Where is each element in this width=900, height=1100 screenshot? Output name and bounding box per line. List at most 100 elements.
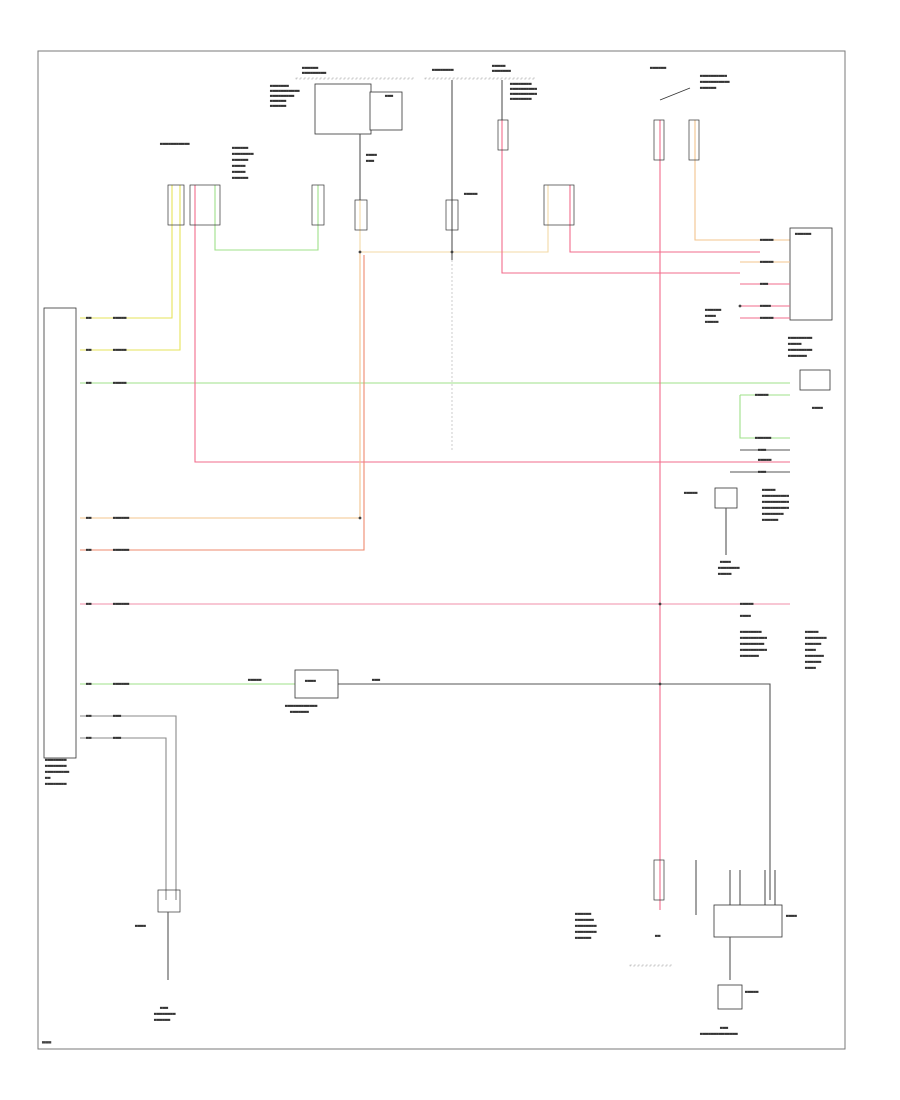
data-link-connector: ▀▀▀▀▀▀▀▀▀▀▀ ▀▀▀▀▀▀ ▀▀▀▀▀▀▀▀ ▀▀▀▀▀▀ ▀▀▀▀▀… [159, 142, 254, 181]
diagram-frame [37, 50, 846, 1050]
svg-text:▀▀▀▀▀▀: ▀▀▀▀▀▀ [804, 660, 821, 665]
wire-green-top [214, 185, 319, 251]
svg-text:▀▀▀▀▀▀▀▀▀▀: ▀▀▀▀▀▀▀▀▀▀ [739, 648, 767, 653]
svg-text:▀▀▀▀: ▀▀▀▀ [804, 648, 816, 653]
svg-text:▀▀▀▀▀▀▀▀: ▀▀▀▀▀▀▀▀ [431, 68, 454, 73]
svg-text:▀▀▀▀▀▀▀▀▀: ▀▀▀▀▀▀▀▀▀ [787, 348, 813, 353]
svg-text:▀▀▀▀▀: ▀▀▀▀▀ [463, 192, 478, 197]
svg-text:▀▀▀: ▀▀▀ [719, 1026, 728, 1031]
wire-yellow-1 [80, 185, 173, 319]
svg-text:▀▀▀▀▀▀▀▀: ▀▀▀▀▀▀▀▀ [717, 566, 740, 571]
svg-text:▀▀▀▀▀▀▀▀: ▀▀▀▀▀▀▀▀ [44, 782, 67, 787]
svg-text:▀▀▀▀: ▀▀▀▀ [304, 679, 316, 684]
wire-tan-top [359, 185, 549, 253]
svg-text:▀▀▀▀▀▀▀▀: ▀▀▀▀▀▀▀▀ [574, 930, 597, 935]
svg-text:▀▀▀: ▀▀▀ [757, 470, 766, 475]
svg-text:▀▀▀▀▀▀: ▀▀▀▀▀▀ [112, 548, 129, 553]
svg-text:▀▀▀▀: ▀▀▀▀ [811, 406, 823, 411]
wire-tan-vertical [694, 120, 790, 241]
svg-text:▀▀▀▀▀: ▀▀▀▀▀ [683, 491, 698, 496]
svg-text:▀▀▀▀▀: ▀▀▀▀▀ [717, 572, 732, 577]
transmission-selector-switch: ▀▀▀▀▀▀ ▀▀▀▀▀▀▀▀▀▀ ▀▀▀▀▀▀▀▀▀▀▀ ▀▀▀▀▀▀ [649, 66, 730, 101]
ignition-relay-box: ▀▀▀▀▀▀ ▀▀▀▀▀▀▀▀▀ ▀▀▀▀▀▀▀ ▀▀▀▀▀▀▀▀▀▀▀ ▀▀▀… [269, 66, 415, 135]
wire-yellow-2 [80, 185, 181, 351]
svg-text:▀▀▀▀▀: ▀▀▀▀▀ [704, 320, 719, 325]
right-connector-top: ▀▀▀▀▀▀ ▀▀▀▀▀ ▀▀▀▀▀ ▀▀▀ ▀▀▀▀ ▀▀▀▀▀ ▀▀▀▀▀▀… [704, 227, 833, 359]
svg-text:▀▀▀▀▀: ▀▀▀▀▀ [759, 260, 774, 265]
svg-text:▀▀▀▀▀: ▀▀▀▀▀ [112, 348, 127, 353]
svg-text:▀▀▀▀▀▀: ▀▀▀▀▀▀ [301, 66, 318, 71]
ground-left: ▀▀▀▀ ▀▀▀ ▀▀▀▀▀▀▀▀ ▀▀▀▀▀▀ [134, 889, 181, 1023]
svg-text:▀▀▀: ▀▀▀ [112, 714, 121, 719]
brake-pedal-switch: ▀▀▀▀ ▀▀▀▀▀ ▀▀▀▀▀▀ [739, 369, 831, 441]
svg-text:▀▀▀▀▀▀▀: ▀▀▀▀▀▀▀ [289, 710, 309, 715]
svg-text:▀▀▀▀▀▀: ▀▀▀▀▀▀ [269, 104, 286, 109]
svg-text:▀▀▀▀: ▀▀▀▀ [759, 304, 771, 309]
svg-text:▀▀▀▀▀▀: ▀▀▀▀▀▀ [153, 1018, 170, 1023]
svg-text:▀▀▀▀▀▀: ▀▀▀▀▀▀ [804, 642, 821, 647]
svg-text:▀▀▀▀▀: ▀▀▀▀▀ [754, 393, 769, 398]
svg-text:▀▀▀▀▀▀▀▀▀: ▀▀▀▀▀▀▀▀▀ [44, 770, 70, 775]
svg-text:▀▀▀▀▀▀▀: ▀▀▀▀▀▀▀ [491, 69, 511, 74]
svg-text:▀▀▀▀: ▀▀▀▀ [134, 924, 146, 929]
svg-text:▀▀▀▀▀▀▀▀▀▀▀▀▀▀: ▀▀▀▀▀▀▀▀▀▀▀▀▀▀ [699, 1032, 738, 1037]
svg-text:▀▀▀▀: ▀▀▀▀ [704, 314, 716, 319]
svg-text:▀▀▀▀▀▀▀▀▀▀: ▀▀▀▀▀▀▀▀▀▀ [761, 494, 789, 499]
svg-text:▀▀▀▀▀▀▀: ▀▀▀▀▀▀▀ [739, 654, 759, 659]
wire-red [80, 255, 365, 551]
svg-text:▀▀▀▀▀: ▀▀▀▀▀ [804, 630, 819, 635]
svg-text:▀▀: ▀▀ [85, 348, 92, 353]
svg-text:▀▀▀▀▀▀▀▀▀▀: ▀▀▀▀▀▀▀▀▀▀ [509, 92, 537, 97]
hot-in-run-fuse: ▀▀▀▀▀▀▀▀ ▀▀▀▀▀ ▀▀▀▀▀▀▀ ▀▀▀▀▀▀▀▀ ▀▀▀▀▀▀▀▀… [424, 64, 537, 260]
svg-text:▀▀▀▀▀: ▀▀▀▀▀ [112, 316, 127, 321]
svg-text:▀▀▀▀▀▀▀▀: ▀▀▀▀▀▀▀▀ [761, 512, 784, 517]
svg-text:▀▀▀▀▀▀▀▀▀: ▀▀▀▀▀▀▀▀▀ [301, 71, 327, 76]
svg-text:▀▀▀▀▀▀▀▀▀: ▀▀▀▀▀▀▀▀▀ [269, 94, 295, 99]
wire-pink-top [501, 120, 740, 274]
svg-text:▀▀▀▀▀▀: ▀▀▀▀▀▀ [231, 158, 248, 163]
svg-text:▀▀▀▀▀: ▀▀▀▀▀ [787, 342, 802, 347]
svg-text:▀▀: ▀▀ [85, 736, 92, 741]
svg-text:▀▀▀▀▀▀: ▀▀▀▀▀▀ [112, 682, 129, 687]
svg-text:▀▀▀▀▀▀▀▀: ▀▀▀▀▀▀▀▀ [509, 82, 532, 87]
wire-pink-top-2 [569, 185, 760, 253]
svg-text:▀▀▀▀: ▀▀▀▀ [365, 153, 377, 158]
wire-pink-1 [194, 185, 790, 463]
svg-text:▀▀▀▀▀▀▀▀▀▀: ▀▀▀▀▀▀▀▀▀▀ [761, 500, 789, 505]
svg-text:▀▀▀▀▀▀▀▀: ▀▀▀▀▀▀▀▀ [231, 152, 254, 157]
svg-text:▀▀▀▀▀: ▀▀▀▀▀ [112, 381, 127, 386]
svg-text:▀▀: ▀▀ [85, 682, 92, 687]
svg-text:▀▀▀▀▀▀: ▀▀▀▀▀▀ [649, 66, 666, 71]
svg-text:▀▀▀▀▀▀▀▀▀▀▀: ▀▀▀▀▀▀▀▀▀▀▀ [269, 89, 300, 94]
svg-text:▀▀▀▀▀▀: ▀▀▀▀▀▀ [231, 146, 248, 151]
right-lower-labels: ▀▀▀▀▀ ▀▀▀▀ ▀▀▀▀▀▀▀▀ ▀▀▀▀▀▀▀▀▀▀ ▀▀▀▀▀▀▀▀▀… [739, 602, 827, 671]
svg-text:▀▀▀▀▀▀: ▀▀▀▀▀▀ [794, 232, 811, 237]
svg-text:▀▀▀▀▀▀: ▀▀▀▀▀▀ [761, 518, 778, 523]
svg-text:▀▀▀▀▀: ▀▀▀▀▀ [231, 164, 246, 169]
shift-lock-solenoid: ▀▀▀▀ ▀▀▀▀▀▀▀▀▀▀▀▀ ▀▀▀▀▀▀▀ [284, 669, 339, 715]
svg-text:▀▀▀: ▀▀▀ [365, 159, 374, 164]
svg-text:▀▀▀▀▀▀▀: ▀▀▀▀▀▀▀ [574, 918, 594, 923]
svg-text:▀▀▀▀▀: ▀▀▀▀▀ [744, 990, 759, 995]
junction-dots [358, 250, 742, 686]
svg-text:▀▀▀▀▀▀▀▀▀▀: ▀▀▀▀▀▀▀▀▀▀ [699, 74, 727, 79]
svg-text:▀▀▀▀▀: ▀▀▀▀▀ [247, 678, 262, 683]
svg-text:▀▀▀▀: ▀▀▀▀ [785, 914, 797, 919]
svg-text:▀▀▀▀▀▀▀: ▀▀▀▀▀▀▀ [804, 654, 824, 659]
svg-text:▀▀▀▀▀▀: ▀▀▀▀▀▀ [112, 602, 129, 607]
svg-text:▀▀▀▀▀▀: ▀▀▀▀▀▀ [699, 86, 716, 91]
svg-text:▀▀: ▀▀ [85, 516, 92, 521]
svg-text:▀▀▀▀▀: ▀▀▀▀▀ [231, 170, 246, 175]
svg-text:▀▀▀▀▀▀▀▀: ▀▀▀▀▀▀▀▀ [739, 630, 762, 635]
figure-id: ▀▀▀ [42, 1041, 52, 1046]
svg-text:▀▀▀▀▀▀▀: ▀▀▀▀▀▀▀ [787, 354, 807, 359]
svg-text:▀▀: ▀▀ [44, 776, 51, 781]
svg-text:▀▀: ▀▀ [85, 714, 92, 719]
tcm-module: ▀▀▀▀▀▀▀▀ ▀▀▀▀▀▀▀▀ ▀▀▀▀▀▀▀▀▀ ▀▀ ▀▀▀▀▀▀▀▀ [43, 307, 77, 787]
svg-text:▀▀▀: ▀▀▀ [159, 1006, 168, 1011]
wire-dark-solenoid [338, 683, 771, 900]
svg-text:▀▀▀▀▀▀: ▀▀▀▀▀▀ [754, 436, 771, 441]
svg-text:▀▀▀▀▀▀▀▀▀▀▀: ▀▀▀▀▀▀▀▀▀▀▀ [159, 142, 190, 147]
svg-text:▀▀▀▀▀▀: ▀▀▀▀▀▀ [231, 176, 248, 181]
